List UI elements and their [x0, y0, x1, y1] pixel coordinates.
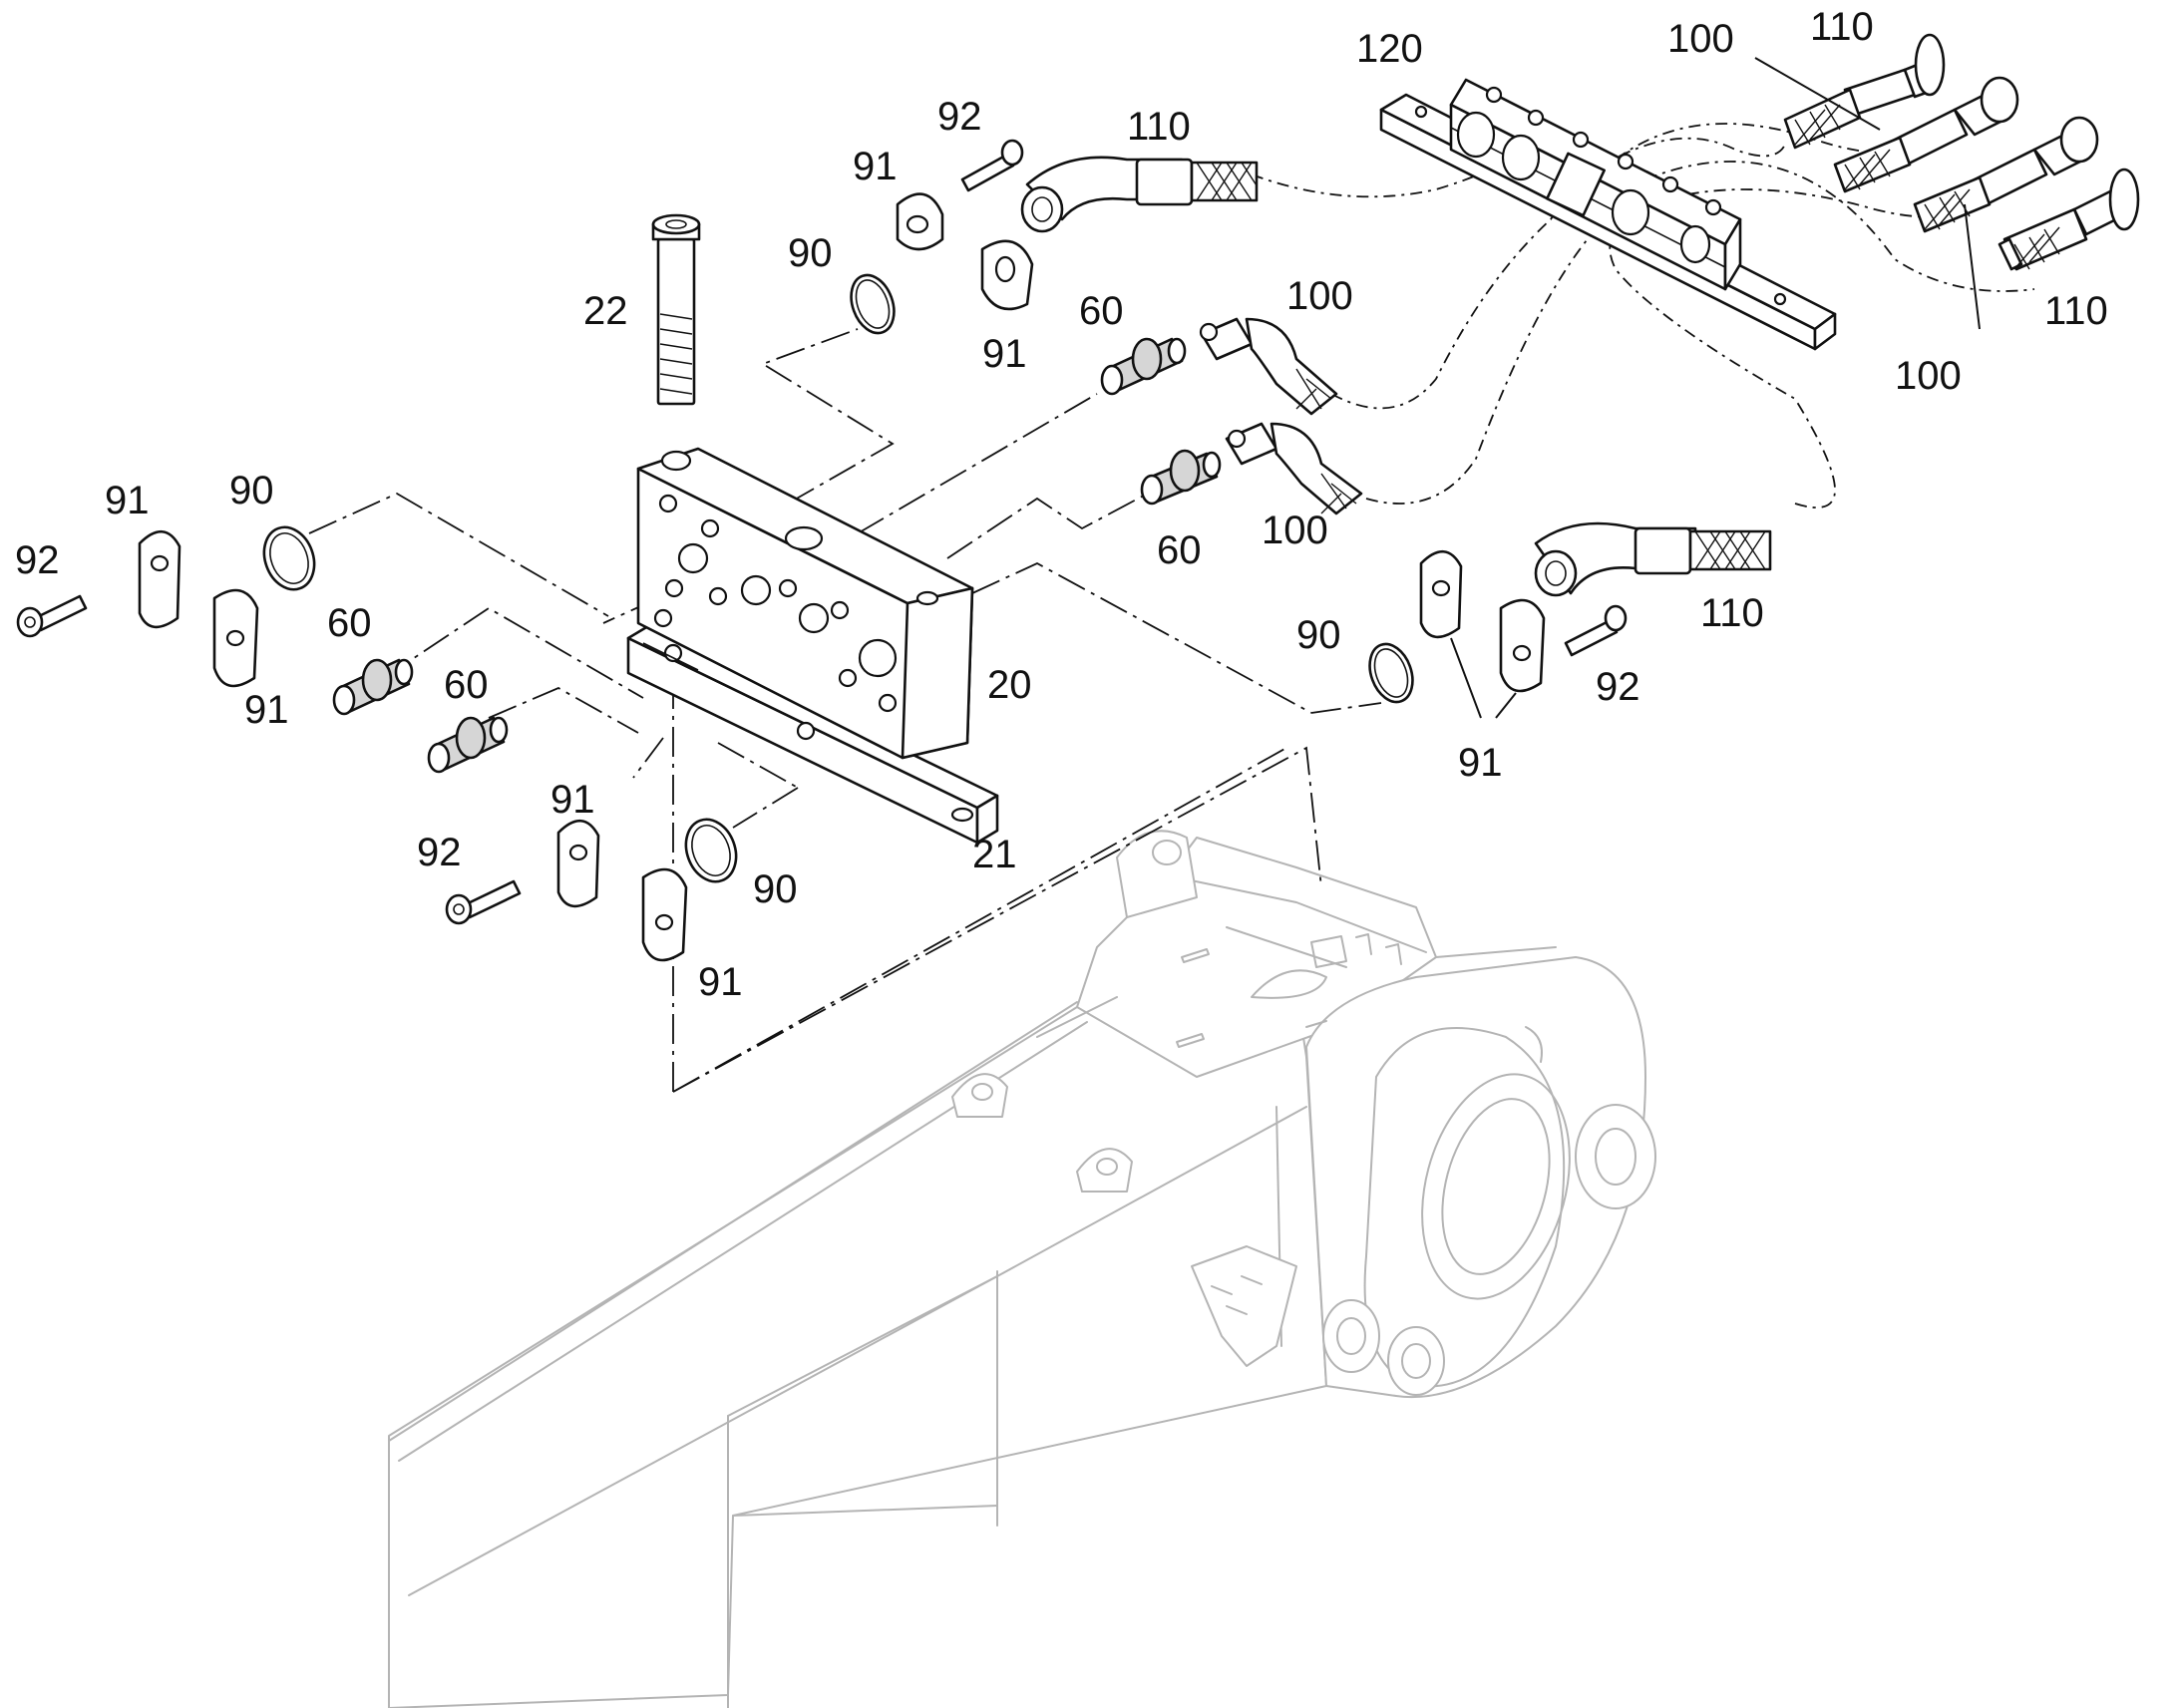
callout-91-b: 91 [982, 332, 1027, 376]
hose-clamp-120 [1379, 78, 1837, 351]
callout-91-d: 91 [244, 688, 289, 732]
callout-92-b: 92 [15, 538, 60, 582]
split-flange-91-g [1419, 549, 1463, 639]
callout-100-a: 100 [1667, 17, 1734, 61]
split-flange-91-h [1499, 598, 1546, 693]
o-ring-90-a [850, 273, 896, 335]
callout-60-b: 60 [1157, 528, 1202, 572]
o-ring-90-b [262, 525, 316, 591]
fitting-60-c [332, 658, 414, 716]
callout-labels: 22 20 21 120 60 60 60 60 90 90 90 90 91 … [15, 5, 2108, 1004]
hose-110-bottom-right [1998, 168, 2140, 271]
callout-92-a: 92 [937, 95, 982, 139]
hose-110-top-right [1783, 33, 1946, 150]
callout-100-b: 100 [1286, 274, 1353, 318]
fitting-60-a [1100, 337, 1187, 396]
hose-110-upper-elbow [1020, 156, 1259, 233]
callout-21: 21 [972, 833, 1017, 876]
callout-90-a: 90 [788, 231, 833, 275]
split-flange-91-b [980, 239, 1034, 311]
callout-120: 120 [1356, 27, 1423, 71]
callout-100-c: 100 [1262, 509, 1328, 552]
callout-60-a: 60 [1079, 289, 1124, 333]
split-flange-91-d [212, 588, 259, 688]
callout-110-b: 110 [1810, 5, 1874, 49]
callout-100-d: 100 [1895, 354, 1962, 398]
callout-91-e: 91 [550, 778, 595, 822]
hose-100-middle-lower [1225, 422, 1363, 515]
cap-screw-92-c [445, 879, 522, 925]
split-flange-91-a [896, 192, 944, 251]
cap-screw-92-d [1564, 604, 1628, 657]
callout-90-b: 90 [229, 469, 274, 512]
callout-91-a: 91 [853, 145, 898, 188]
callout-91-c: 91 [105, 479, 150, 522]
cap-screw-92-a [960, 139, 1024, 192]
fitting-60-b [1140, 449, 1222, 506]
boom-arm-ghost [388, 830, 1656, 1708]
callout-90-c: 90 [753, 867, 798, 911]
hose-100-mid-right [1913, 116, 2099, 233]
distribution-block-20 [626, 447, 999, 845]
hose-110-lower-elbow [1534, 521, 1772, 597]
o-ring-90-c [684, 818, 738, 883]
fitting-60-d [427, 716, 509, 774]
callout-22: 22 [583, 289, 628, 333]
o-ring-90-d [1368, 642, 1414, 704]
callout-110-d: 110 [1700, 591, 1764, 635]
callout-20: 20 [987, 663, 1032, 707]
hose-100-top-right [1833, 76, 2019, 193]
callout-90-d: 90 [1296, 613, 1341, 657]
callout-110-a: 110 [1127, 105, 1191, 149]
callout-91-g: 91 [1458, 741, 1503, 785]
split-flange-91-e [556, 819, 600, 908]
split-flange-91-f [641, 867, 688, 962]
callout-110-c: 110 [2044, 289, 2108, 333]
split-flange-91-c [138, 529, 182, 629]
cap-screw-22 [651, 213, 701, 406]
callout-91-f: 91 [698, 960, 743, 1004]
callout-60-c: 60 [327, 601, 372, 645]
callout-92-d: 92 [1596, 665, 1640, 709]
cap-screw-92-b [16, 594, 88, 638]
hose-100-middle-upper [1199, 317, 1338, 416]
callout-60-d: 60 [444, 663, 489, 707]
leader-lines [1450, 57, 1981, 719]
callout-92-c: 92 [417, 831, 462, 874]
